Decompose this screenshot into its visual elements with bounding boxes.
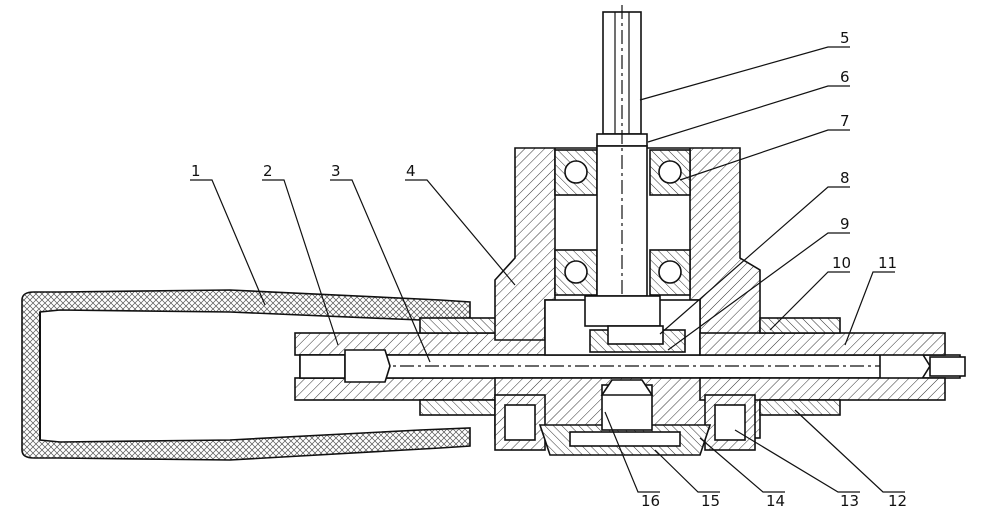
callout-10: 10: [832, 254, 851, 272]
leader-lines: [190, 46, 905, 493]
callout-13: 13: [840, 492, 859, 510]
lower-cover: [494, 379, 756, 456]
callout-7: 7: [840, 112, 850, 130]
callout-16: 16: [641, 492, 660, 510]
upper-bearings: [554, 149, 691, 296]
callout-4: 4: [406, 162, 416, 180]
callout-3: 3: [331, 162, 341, 180]
callout-11: 11: [878, 254, 897, 272]
callout-2: 2: [263, 162, 273, 180]
callout-14: 14: [766, 492, 785, 510]
callout-8: 8: [840, 169, 850, 187]
bevel-gear-upper: [589, 325, 686, 353]
callout-1: 1: [191, 162, 201, 180]
callout-12: 12: [888, 492, 907, 510]
right-sleeve: [699, 317, 946, 416]
main-shaft: [299, 349, 966, 383]
handle-grip: [21, 289, 471, 461]
callout-15: 15: [701, 492, 720, 510]
callout-labels: 1 2 3 4 5 6 7 8 9 10 11 12 13 14 15 16: [191, 29, 907, 510]
callout-6: 6: [840, 68, 850, 86]
callout-9: 9: [840, 215, 850, 233]
callout-5: 5: [840, 29, 850, 47]
hex-bit-shaft: [584, 5, 661, 327]
